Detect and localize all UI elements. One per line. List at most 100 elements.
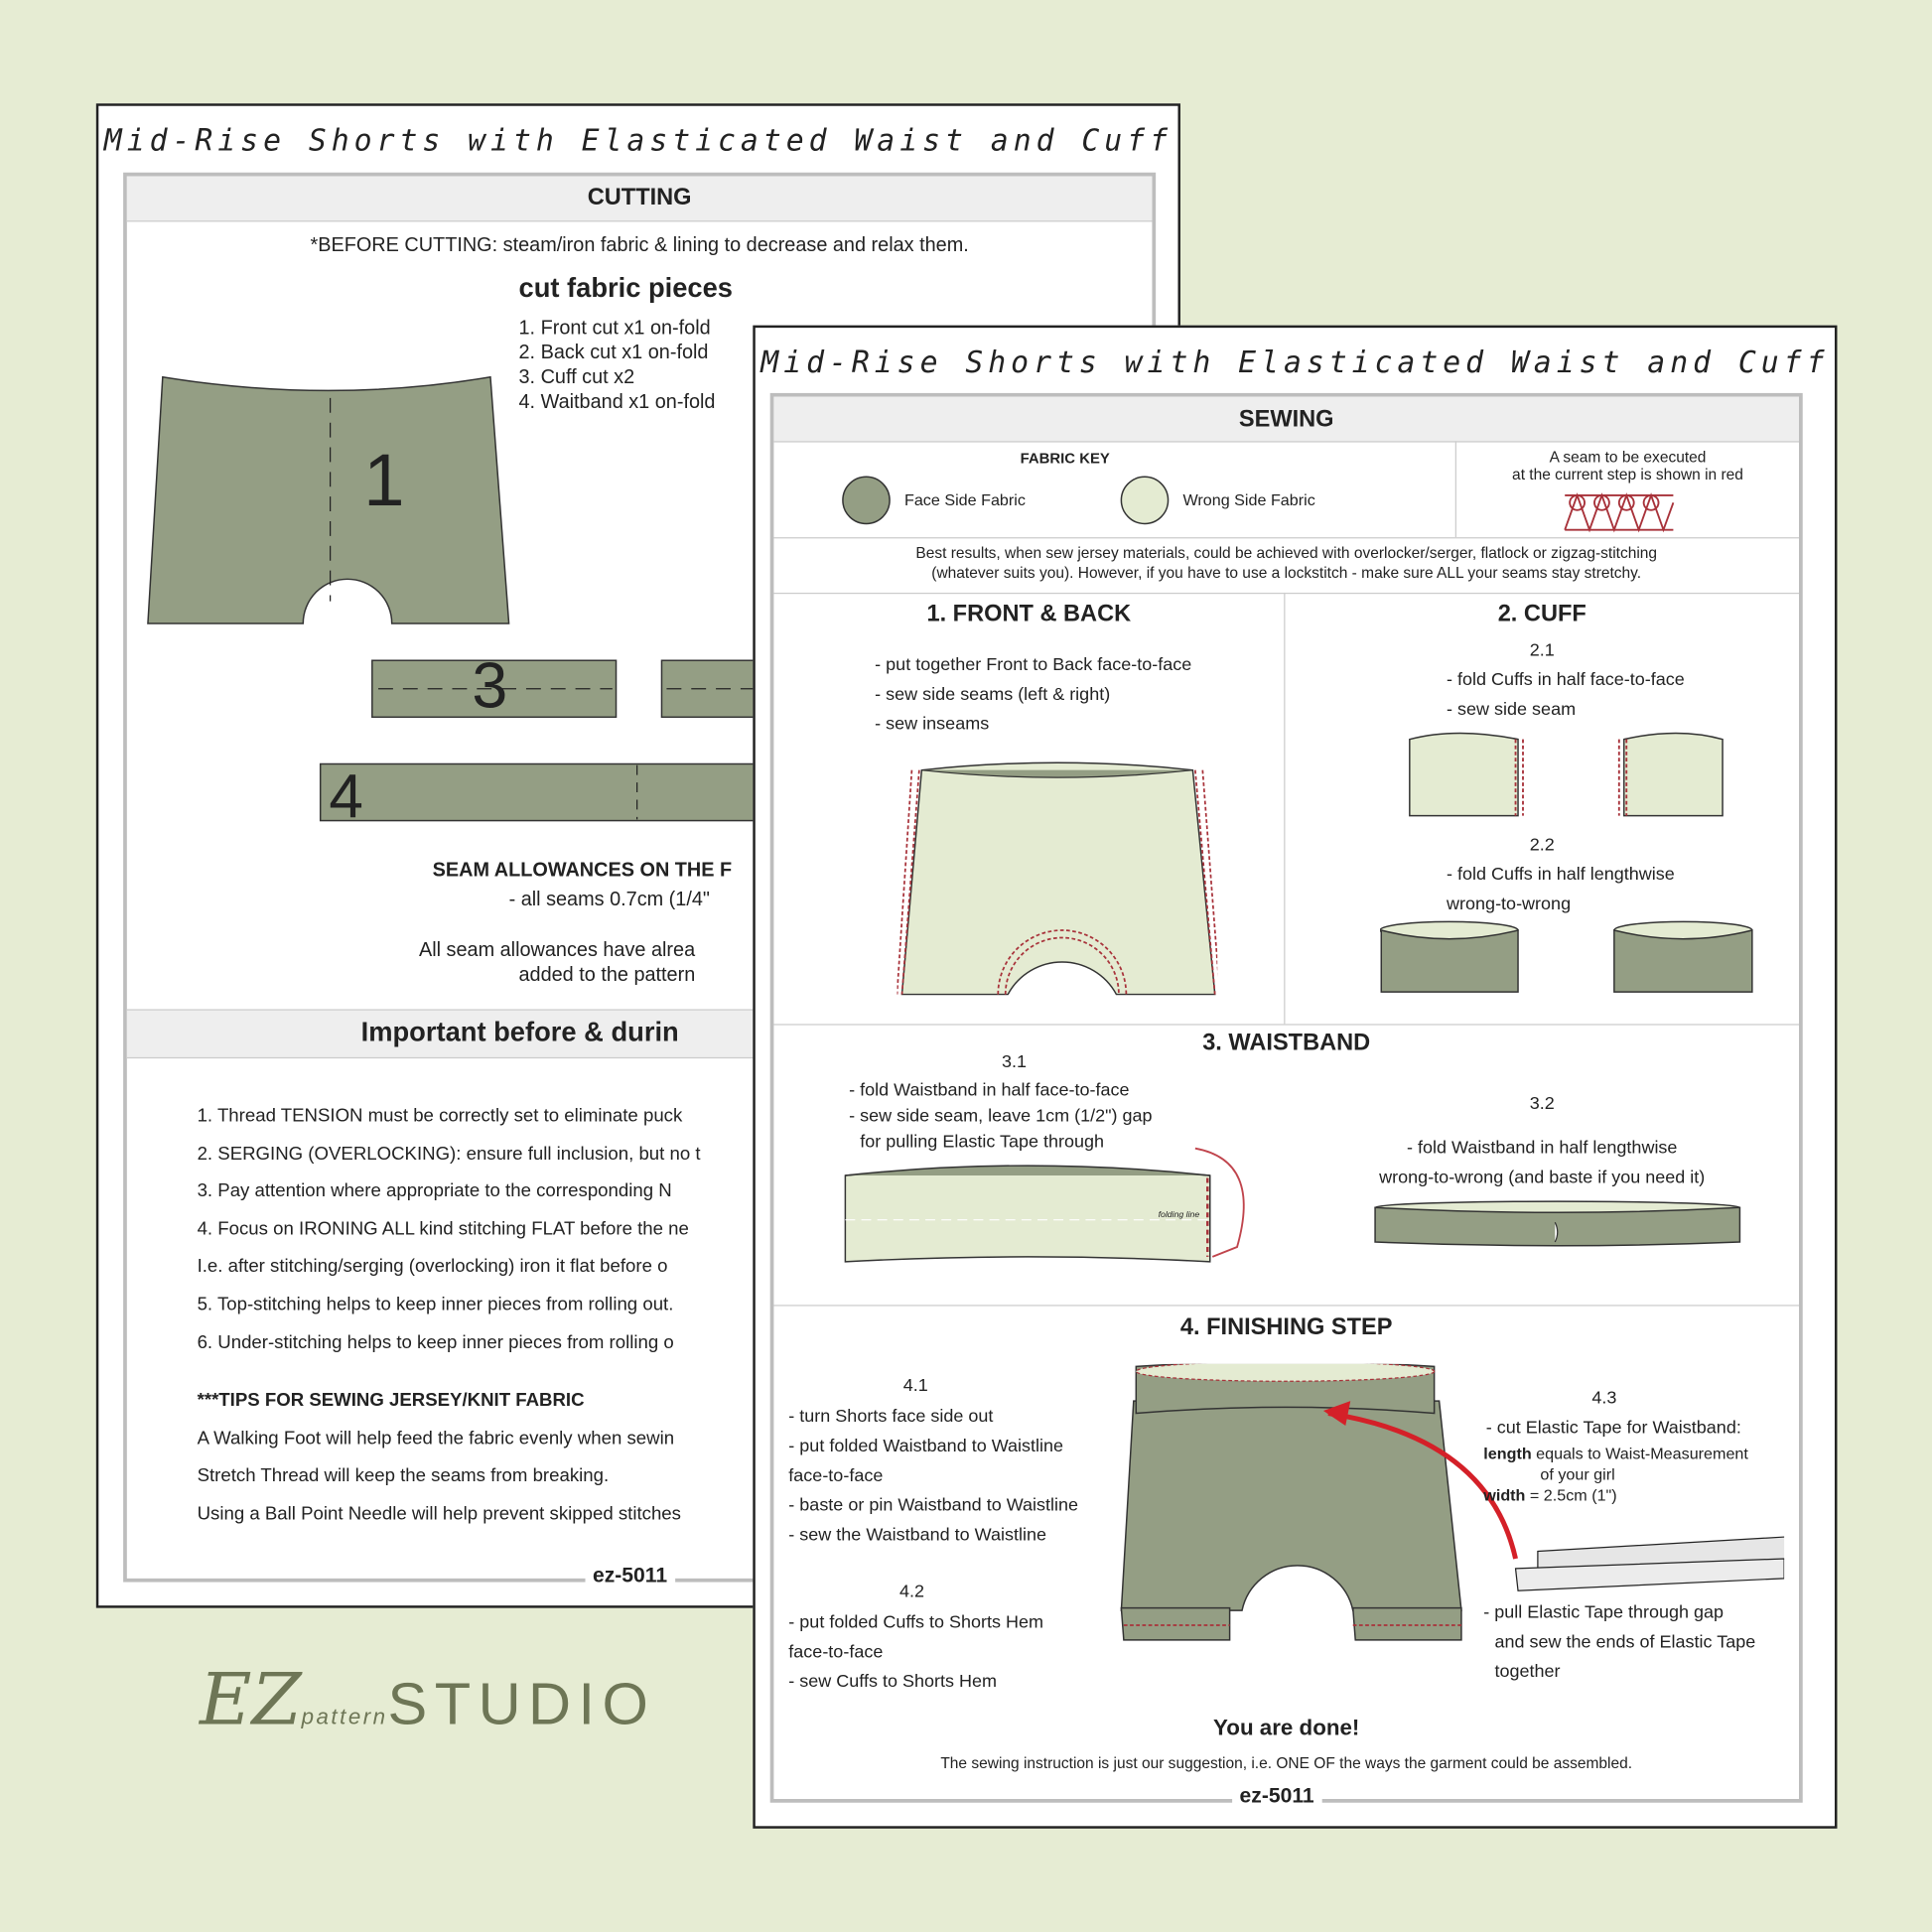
sewing-page: Mid-Rise Shorts with Elasticated Waist a… [753, 325, 1838, 1829]
step4-3-number: 4.3 [1591, 1388, 1617, 1409]
instruction-line: - pull Elastic Tape through gap [1483, 1602, 1725, 1623]
tip-item: 2. SERGING (OVERLOCKING): ensure full in… [197, 1143, 701, 1165]
sewing-page-title: Mid-Rise Shorts with Elasticated Waist a… [760, 345, 1830, 380]
step4-3-line-4: width = 2.5cm (1") [1483, 1486, 1616, 1505]
cutting-header: CUTTING [126, 176, 1153, 222]
divider [773, 592, 1800, 595]
pattern-piece-1 [147, 375, 510, 624]
step2-1-instructions: - fold Cuffs in half face-to-face - sew … [1447, 665, 1685, 725]
instruction-line: - put folded Waistband to Waistline [788, 1437, 1064, 1456]
instruction-line: - sew side seam [1447, 699, 1577, 720]
step4-1-number: 4.1 [902, 1376, 928, 1397]
divider [773, 537, 1800, 539]
instruction-line: - fold Waistband in half face-to-face [849, 1080, 1130, 1101]
step3-title: 3. WAISTBAND [1202, 1030, 1371, 1056]
width-label: width [1483, 1485, 1526, 1505]
cuff-sewn-illustration [1409, 732, 1724, 817]
instruction-line: wrong-to-wrong (and baste if you need it… [1379, 1168, 1706, 1188]
tips-list: 1. Thread TENSION must be correctly set … [198, 1098, 701, 1534]
best-results-note: Best results, when sew jersey materials,… [915, 544, 1658, 562]
step4-1-instructions: - turn Shorts face side out - put folded… [788, 1402, 1078, 1550]
step1-title: 1. FRONT & BACK [926, 601, 1132, 627]
step3-2-number: 3.2 [1529, 1094, 1555, 1114]
instruction-line: - put folded Cuffs to Shorts Hem [788, 1612, 1044, 1633]
instruction-line: wrong-to-wrong [1447, 895, 1572, 914]
seam-note: A seam to be executed [1549, 448, 1707, 467]
pieces-list: 1. Front cut x1 on-fold 2. Back cut x1 o… [519, 317, 716, 415]
sewing-code: ez-5011 [1232, 1784, 1322, 1809]
brand-logo: EZpatternSTUDIO [200, 1657, 655, 1740]
instruction-line: - fold Waistband in half lengthwise [1407, 1138, 1678, 1159]
instruction-line: - sew the Waistband to Waistline [788, 1525, 1047, 1546]
instruction-line: - sew side seam, leave 1cm (1/2") gap [849, 1106, 1153, 1127]
step1-instructions: - put together Front to Back face-to-fac… [875, 650, 1191, 739]
instruction-line: - put together Front to Back face-to-fac… [875, 655, 1192, 676]
done-heading: You are done! [1213, 1715, 1360, 1740]
piece-item: 2. Back cut x1 on-fold [518, 343, 709, 364]
cuff-folded-illustration [1380, 920, 1753, 993]
piece-1-label: 1 [363, 438, 405, 521]
divider [773, 1305, 1800, 1307]
instruction-line: - sew inseams [875, 714, 990, 735]
step2-2-number: 2.2 [1529, 835, 1555, 856]
waistband-folded-illustration [1374, 1200, 1741, 1247]
seam-allowance-note-2: added to the pattern [518, 964, 696, 986]
piece-item: 4. Waitband x1 on-fold [518, 391, 716, 413]
divider [1284, 592, 1286, 1025]
piece-4-label: 4 [329, 760, 363, 831]
wrong-label: Wrong Side Fabric [1182, 489, 1315, 509]
brand-pattern: pattern [301, 1704, 388, 1729]
tip-item: 5. Top-stitching helps to keep inner pie… [197, 1294, 674, 1315]
instruction-line: face-to-face [788, 1642, 884, 1663]
step2-1-number: 2.1 [1529, 640, 1555, 661]
instruction-line: - baste or pin Waistband to Waistline [788, 1495, 1079, 1516]
sewing-footnote: The sewing instruction is just our sugge… [940, 1754, 1633, 1772]
piece-item: 1. Front cut x1 on-fold [518, 318, 711, 340]
instruction-line: - sew side seams (left & right) [875, 685, 1111, 705]
step4-3-line-2: length equals to Waist-Measurement [1483, 1445, 1748, 1463]
finished-shorts-illustration [1120, 1363, 1785, 1641]
sewing-frame: SEWING FABRIC KEY Face Side Fabric Wrong… [769, 392, 1803, 1809]
seam-allowance-note: All seam allowances have alrea [418, 939, 696, 962]
folding-line-label: folding line [1158, 1211, 1200, 1220]
tip-item: 6. Under-stitching helps to keep inner p… [197, 1331, 674, 1353]
instruction-line: and sew the ends of Elastic Tape [1494, 1632, 1756, 1653]
tip-item: I.e. after stitching/serging (overlockin… [197, 1256, 668, 1278]
pattern-piece-4 [319, 762, 785, 822]
wrong-swatch [1120, 476, 1170, 525]
tip-item: 1. Thread TENSION must be correctly set … [197, 1105, 683, 1127]
step4-title: 4. FINISHING STEP [1179, 1314, 1393, 1341]
length-label: length [1483, 1444, 1532, 1463]
step4-2-instructions: - put folded Cuffs to Shorts Hem face-to… [788, 1608, 1043, 1697]
instruction-line: - sew Cuffs to Shorts Hem [788, 1672, 997, 1693]
cutting-note: *BEFORE CUTTING: steam/iron fabric & lin… [310, 235, 969, 257]
step4-3-line-1: - cut Elastic Tape for Waistband: [1485, 1418, 1741, 1439]
instruction-line: - fold Cuffs in half face-to-face [1447, 670, 1685, 691]
brand-ez: EZ [200, 1657, 302, 1741]
step4-3-line-3: of your girl [1540, 1464, 1615, 1484]
jersey-tip: A Walking Foot will help feed the fabric… [197, 1428, 675, 1449]
divider [773, 1024, 1800, 1026]
fabric-key-label: FABRIC KEY [1020, 450, 1110, 468]
cutting-page-title: Mid-Rise Shorts with Elasticated Waist a… [103, 123, 1173, 158]
cutting-code: ez-5011 [585, 1563, 675, 1588]
length-text: equals to Waist-Measurement [1531, 1444, 1748, 1463]
step3-1-number: 3.1 [1002, 1051, 1028, 1072]
tip-item: 3. Pay attention where appropriate to th… [197, 1180, 672, 1202]
seam-allowance-line: - all seams 0.7cm (1/4" [508, 890, 710, 911]
piece-item: 3. Cuff cut x2 [518, 366, 635, 388]
jersey-tip: Stretch Thread will keep the seams from … [197, 1465, 610, 1487]
seam-note-2: at the current step is shown in red [1512, 466, 1743, 483]
divider [1454, 441, 1456, 538]
step4-2-number: 4.2 [899, 1582, 925, 1602]
step2-title: 2. CUFF [1497, 601, 1587, 627]
face-swatch [842, 476, 891, 525]
instruction-line: face-to-face [788, 1465, 884, 1486]
piece-3-label: 3 [472, 650, 508, 723]
pieces-title: cut fabric pieces [518, 272, 734, 304]
step1-shorts-illustration [897, 761, 1218, 996]
brand-studio: STUDIO [387, 1672, 656, 1737]
instruction-line: - fold Cuffs in half lengthwise [1447, 865, 1675, 886]
jersey-title: ***TIPS FOR SEWING JERSEY/KNIT FABRIC [197, 1390, 585, 1412]
important-header: Important before & durin [360, 1016, 679, 1047]
